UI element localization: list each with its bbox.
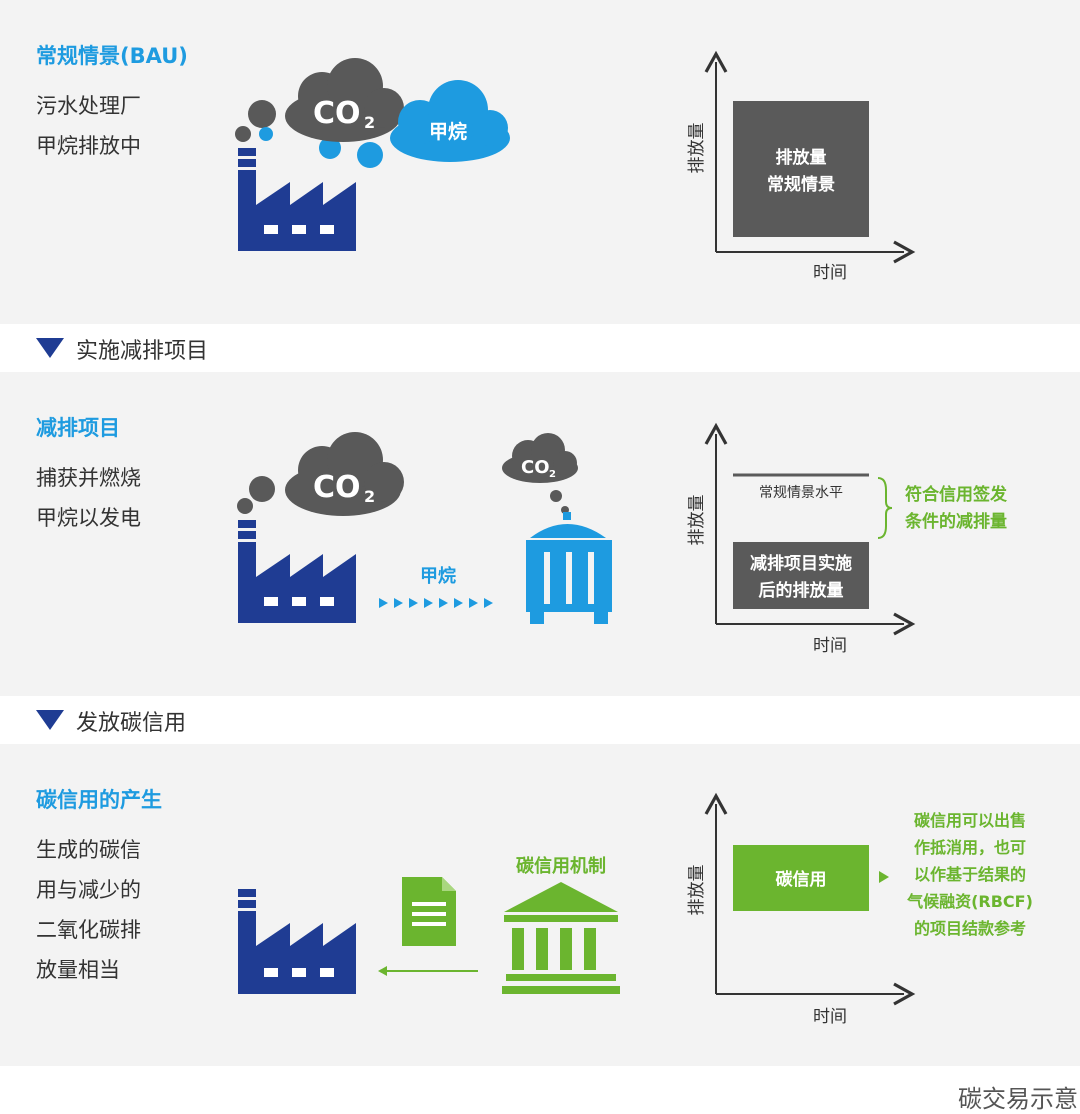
smoke-puffs [237,476,275,514]
methane-label: 甲烷 [429,120,467,143]
factory-icon [238,148,356,251]
generator-tank-icon [526,512,612,624]
panel-bau [0,0,1080,324]
small-co2-cloud-icon: CO 2 [502,433,578,514]
figure-caption: 碳交易示意 [958,1085,1078,1113]
brace-icon [877,477,893,539]
divider-implement: 实施减排项目 [0,324,1080,372]
down-triangle-icon [36,710,64,730]
y-axis-label: 排放量 [687,123,707,174]
section-description: 污水处理厂 甲烷排放中 [36,94,141,158]
document-icon [402,877,456,946]
eligible-reduction-note: 符合信用签发 条件的减排量 [905,485,1007,532]
institution-building-icon [502,882,620,994]
section-description: 生成的碳信 用与减少的 二氧化碳排 放量相当 [36,838,141,982]
co2-subscript: 2 [549,469,556,480]
section-description: 捕获并燃烧 甲烷以发电 [36,466,141,530]
smoke-puffs [235,100,383,168]
box-label: 减排项目实施 [750,553,852,574]
flow-arrows-icon [379,598,493,608]
box-label: 常规情景 [767,174,835,195]
divider-label: 发放碳信用 [76,711,187,736]
divider-label: 实施减排项目 [76,339,209,364]
credit-usage-note: 碳信用可以出售 作抵消用，也可 以作基于结果的 气候融资(RBCF) 的项目结款… [907,811,1033,938]
co2-label: CO [313,96,361,131]
emissions-chart-project: 排放量 时间 常规情景水平 减排项目实施 后的排放量 [687,422,916,656]
section-title: 减排项目 [36,416,120,440]
x-axis-label: 时间 [813,263,847,283]
co2-subscript: 2 [364,113,375,132]
box-label: 碳信用 [776,869,827,890]
y-axis-label: 排放量 [687,495,707,546]
co2-label: CO [521,457,550,478]
methane-flow-label: 甲烷 [420,565,456,587]
factory-icon [238,889,356,994]
y-axis-label: 排放量 [687,865,707,916]
project-emission-box [733,542,869,609]
box-label: 后的排放量 [759,580,844,601]
methane-cloud-icon: 甲烷 [390,80,510,162]
mechanism-label: 碳信用机制 [516,855,606,877]
section-title: 常规情景(BAU) [36,44,188,68]
triangle-right-icon [879,871,889,883]
co2-cloud-icon: CO 2 [285,58,404,142]
factory-icon [238,520,356,623]
x-axis-label: 时间 [813,636,847,656]
divider-issue: 发放碳信用 [0,696,1080,744]
co2-cloud-icon: CO 2 [285,432,404,516]
x-axis-label: 时间 [813,1007,847,1027]
bau-emission-box [733,101,869,237]
box-label: 排放量 [776,147,827,168]
down-triangle-icon [36,338,64,358]
arrow-left-icon [378,966,478,976]
carbon-credit-box [733,845,869,911]
co2-subscript: 2 [364,487,375,506]
co2-label: CO [313,470,361,505]
baseline-label: 常规情景水平 [759,485,843,501]
emissions-chart-credit: 排放量 时间 碳信用 [687,792,916,1027]
section-title: 碳信用的产生 [36,788,162,812]
emissions-chart-bau: 排放量 时间 排放量 常规情景 [687,50,916,283]
